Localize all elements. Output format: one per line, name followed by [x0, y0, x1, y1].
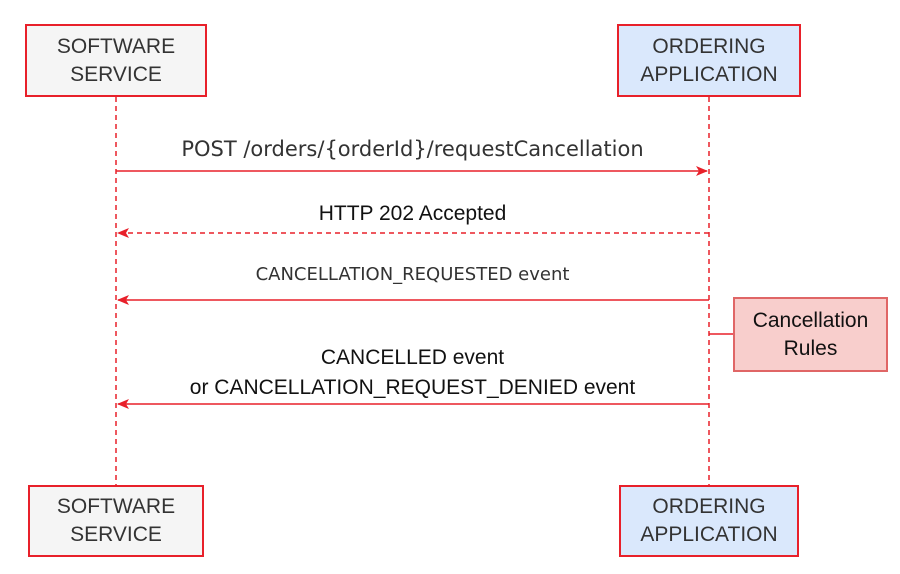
ordering-application-top-line2: APPLICATION — [640, 62, 778, 86]
note-line1: Cancellation — [752, 308, 869, 332]
ordering-application-top-line1: ORDERING — [652, 34, 766, 58]
software-service-box-bottom: SOFTWARE SERVICE — [28, 485, 204, 557]
cancellation-rules-note: Cancellation Rules — [733, 297, 888, 372]
ordering-application-box-bottom: ORDERING APPLICATION — [619, 485, 799, 557]
software-service-box-top: SOFTWARE SERVICE — [25, 24, 207, 97]
ordering-application-box-top: ORDERING APPLICATION — [617, 24, 801, 97]
accepted-label: HTTP 202 Accepted — [318, 202, 507, 225]
software-service-top-line2: SERVICE — [70, 62, 162, 86]
software-service-bottom-line1: SOFTWARE — [56, 495, 176, 518]
result-event-label-line2: or CANCELLATION_REQUEST_DENIED event — [189, 376, 636, 399]
software-service-bottom-line2: SERVICE — [70, 523, 162, 546]
note-line2: Rules — [783, 336, 838, 360]
ordering-application-bottom-line1: ORDERING — [652, 495, 766, 518]
requested-event-label: CANCELLATION_REQUESTED event — [255, 264, 570, 285]
software-service-top-line1: SOFTWARE — [56, 34, 176, 58]
ordering-application-bottom-line2: APPLICATION — [640, 523, 778, 546]
result-event-label-line1: CANCELLED event — [320, 346, 505, 369]
request-label: POST /orders/{orderId}/requestCancellati… — [181, 137, 644, 161]
